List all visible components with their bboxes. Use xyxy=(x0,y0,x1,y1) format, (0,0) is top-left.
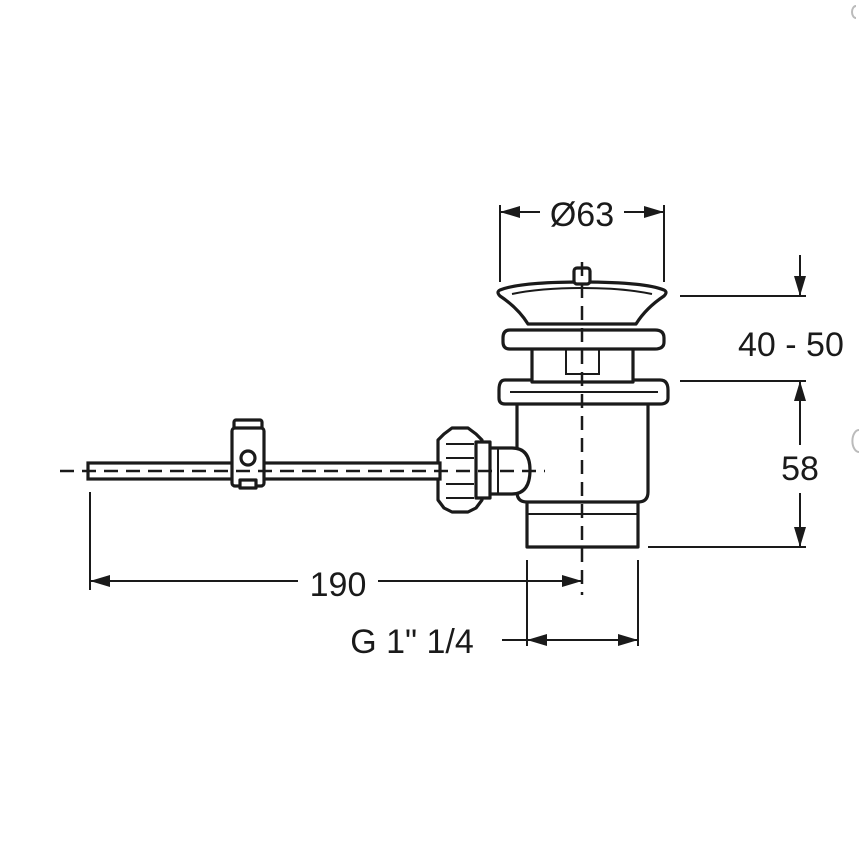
length-label: 190 xyxy=(310,566,367,604)
dimension-height: 58 xyxy=(648,381,819,548)
clip-screw xyxy=(239,449,257,467)
rod-connector xyxy=(436,426,532,514)
height-label: 58 xyxy=(781,450,819,488)
dimension-thread: G 1" 1/4 xyxy=(350,560,639,661)
thread-label: G 1" 1/4 xyxy=(350,623,474,661)
horizontal-rod xyxy=(86,418,442,490)
dimension-length: 190 xyxy=(89,492,582,604)
diameter-label: Ø63 xyxy=(550,196,614,234)
edge-artifact-top xyxy=(851,5,857,19)
dimension-diameter: Ø63 xyxy=(499,196,665,282)
height-range-label: 40 - 50 xyxy=(738,326,844,364)
upper-flange xyxy=(501,328,666,351)
edge-artifact-right xyxy=(851,429,859,453)
dimension-height-range: 40 - 50 xyxy=(680,255,844,415)
